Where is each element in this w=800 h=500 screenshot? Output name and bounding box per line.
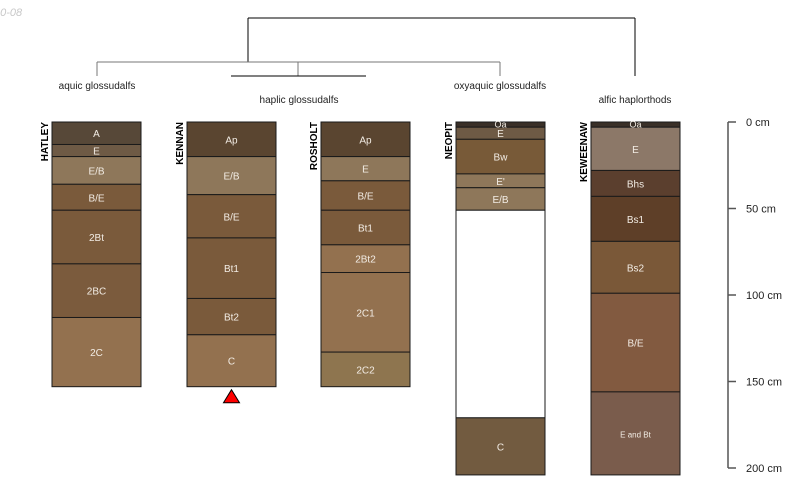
depth-axis-tick-label: 50 cm	[746, 204, 776, 216]
horizon-2c	[51, 316, 142, 388]
horizon-bt2	[186, 297, 277, 336]
horizon-label: B/E	[223, 212, 239, 223]
horizon-label: Bt1	[224, 264, 239, 275]
horizon-label: B/E	[88, 193, 104, 204]
bottom-marker-triangle	[222, 388, 241, 404]
horizon-b-e	[51, 183, 142, 211]
horizon-ap	[320, 121, 411, 158]
horizon-label: 2C	[90, 348, 103, 359]
depth-axis-tick-label: 150 cm	[746, 377, 782, 389]
taxon-label: alfic haplorthods	[599, 95, 672, 106]
horizon-label: C	[497, 442, 504, 453]
horizon-label: E'	[496, 177, 505, 188]
horizon-bs2	[590, 240, 681, 294]
horizon-e-b	[51, 156, 142, 185]
horizon-label: E	[362, 165, 369, 176]
horizon-label: E/B	[223, 172, 239, 183]
profile-name: KENNAN	[175, 122, 186, 165]
horizon-label: E/B	[492, 195, 508, 206]
horizon-2bt	[51, 209, 142, 265]
horizon-label: 2BC	[87, 287, 106, 298]
horizon-ap	[186, 121, 277, 158]
horizon-bt1	[186, 237, 277, 299]
horizon-label: Ap	[225, 135, 238, 146]
horizon-e-and-bt	[590, 391, 681, 476]
horizon-label: Oa	[494, 120, 506, 130]
depth-axis-tick-label: 100 cm	[746, 290, 782, 302]
horizon-2c2	[320, 351, 411, 388]
horizon-label: E/B	[88, 166, 104, 177]
profile-name: NEOPIT	[444, 122, 455, 159]
watermark: 10-08	[0, 7, 23, 19]
horizon-label: A	[93, 129, 100, 140]
horizon-label: Oa	[629, 120, 641, 130]
horizon-2bc	[51, 263, 142, 318]
horizon-b-e	[320, 180, 411, 211]
horizon-c	[186, 334, 277, 388]
horizon-label: B/E	[357, 192, 373, 203]
horizon-label: Bs1	[627, 215, 645, 226]
horizon-blank	[455, 209, 546, 419]
horizon-label: Bt1	[358, 224, 373, 235]
horizon-label: E and Bt	[620, 430, 651, 439]
horizon-c	[455, 417, 546, 476]
horizon-label: 2Bt	[89, 233, 104, 244]
taxon-label: aquic glossudalfs	[59, 81, 136, 92]
depth-axis-tick-label: 0 cm	[746, 117, 770, 129]
profile-name: ROSHOLT	[309, 122, 320, 170]
horizon-2c1	[320, 272, 411, 353]
horizon-b-e	[186, 194, 277, 239]
horizon-label: 2Bt2	[355, 255, 376, 266]
horizon-label: E	[497, 129, 504, 140]
horizon-label: 2C2	[356, 365, 375, 376]
horizon-2bt2	[320, 244, 411, 274]
profile-name: KEWEENAW	[579, 121, 590, 182]
horizon-e	[590, 126, 681, 171]
horizon-label: Bw	[494, 153, 509, 164]
horizon-bt1	[320, 209, 411, 246]
horizon-label: E	[93, 147, 100, 158]
taxon-label: haplic glossudalfs	[260, 95, 339, 106]
horizon-b-e	[590, 292, 681, 393]
profile-name: HATLEY	[40, 122, 51, 162]
horizon-bs1	[590, 195, 681, 242]
horizon-label: B/E	[627, 339, 643, 350]
depth-axis-tick-label: 200 cm	[746, 463, 782, 475]
horizon-label: Bhs	[627, 179, 644, 190]
horizon-label: Ap	[359, 135, 372, 146]
horizon-bw	[455, 138, 546, 175]
horizon-label: Bs2	[627, 263, 645, 274]
horizon-label: 2C1	[356, 308, 375, 319]
taxon-label: oxyaquic glossudalfs	[454, 81, 546, 92]
horizon-label: E	[632, 145, 639, 156]
horizon-label: Bt2	[224, 313, 239, 324]
horizon-e	[320, 156, 411, 182]
horizon-label: C	[228, 357, 235, 368]
